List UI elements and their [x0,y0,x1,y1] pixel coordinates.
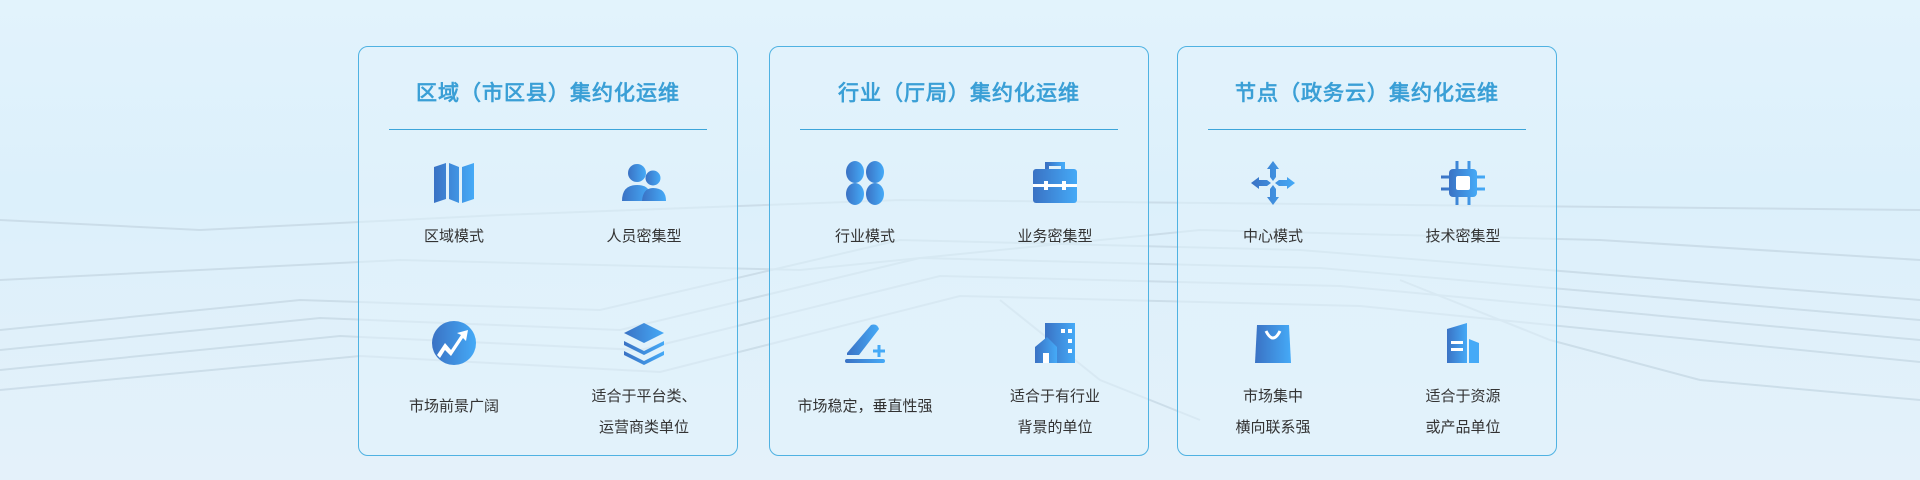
card-2: 行业（厅局）集约化运维行业模式 业务密集型市场稳定，垂直性强 适合于有行业背景的单位 [769,46,1149,456]
item-label: 市场前景广阔 [408,397,499,415]
feature-item: 适合于资源或产品单位 [1368,319,1558,443]
item-label: 适合于平台类、运营商类单位 [549,381,739,443]
item-label-line: 横向联系强 [1235,418,1311,436]
feature-item: 行业模式 [770,159,960,249]
card-title: 区域（市区县）集约化运维 [416,80,680,105]
card-3: 节点（政务云）集约化运维中心模式技术密集型市场集中横向联系强适合于资源或产品单位 [1177,46,1557,456]
card-title: 行业（厅局）集约化运维 [838,80,1080,105]
chip-icon [1441,161,1485,205]
briefcase-icon [1033,162,1077,203]
shopping-bag-icon [1255,325,1291,363]
edit-plus-icon [845,324,885,363]
feature-item: 适合于平台类、运营商类单位 [549,319,739,443]
item-label-line: 适合于资源 [1425,387,1501,405]
office-buildings-icon [1447,323,1479,363]
item-label: 适合于有行业背景的单位 [960,381,1150,443]
feature-item: 区域模式 [359,159,549,249]
feature-item: 适合于有行业背景的单位 [960,319,1150,443]
item-label: 行业模式 [834,227,895,245]
item-label-line: 运营商类单位 [598,418,689,436]
clover-icon [846,161,884,205]
feature-item: 市场集中横向联系强 [1178,319,1368,443]
divider [1208,129,1526,130]
feature-item: 市场前景广阔 [359,319,549,419]
item-label-line: 适合于有行业 [1009,387,1100,405]
users-icon [622,164,666,201]
item-label-line: 市场集中 [1242,387,1303,405]
trend-circle-icon [432,321,476,365]
feature-item: 业务密集型 [960,159,1150,249]
card-title: 节点（政务云）集约化运维 [1235,80,1499,105]
layers-icon [624,323,664,365]
divider [389,129,707,130]
item-label: 中心模式 [1242,227,1303,245]
item-label: 市场稳定，垂直性强 [797,397,933,415]
item-label: 市场集中横向联系强 [1178,381,1368,443]
feature-item: 技术密集型 [1368,159,1558,249]
feature-item: 中心模式 [1178,159,1368,249]
item-label: 区域模式 [423,227,484,245]
item-label-line: 或产品单位 [1425,418,1501,436]
card-1: 区域（市区县）集约化运维区域模式 人员密集型市场前景广阔 适合于平台类、运营商类单位 [358,46,738,456]
divider [800,129,1118,130]
feature-item: 市场稳定，垂直性强 [770,319,960,419]
map-icon [434,163,474,203]
center-arrows-icon [1251,161,1295,205]
item-label: 适合于资源或产品单位 [1368,381,1558,443]
item-label: 人员密集型 [606,227,682,245]
building-icon [1035,323,1075,363]
item-label-line: 适合于平台类、 [591,387,697,405]
feature-item: 人员密集型 [549,159,739,249]
item-label: 技术密集型 [1425,227,1501,245]
item-label: 业务密集型 [1017,227,1093,245]
item-label-line: 背景的单位 [1017,418,1093,436]
